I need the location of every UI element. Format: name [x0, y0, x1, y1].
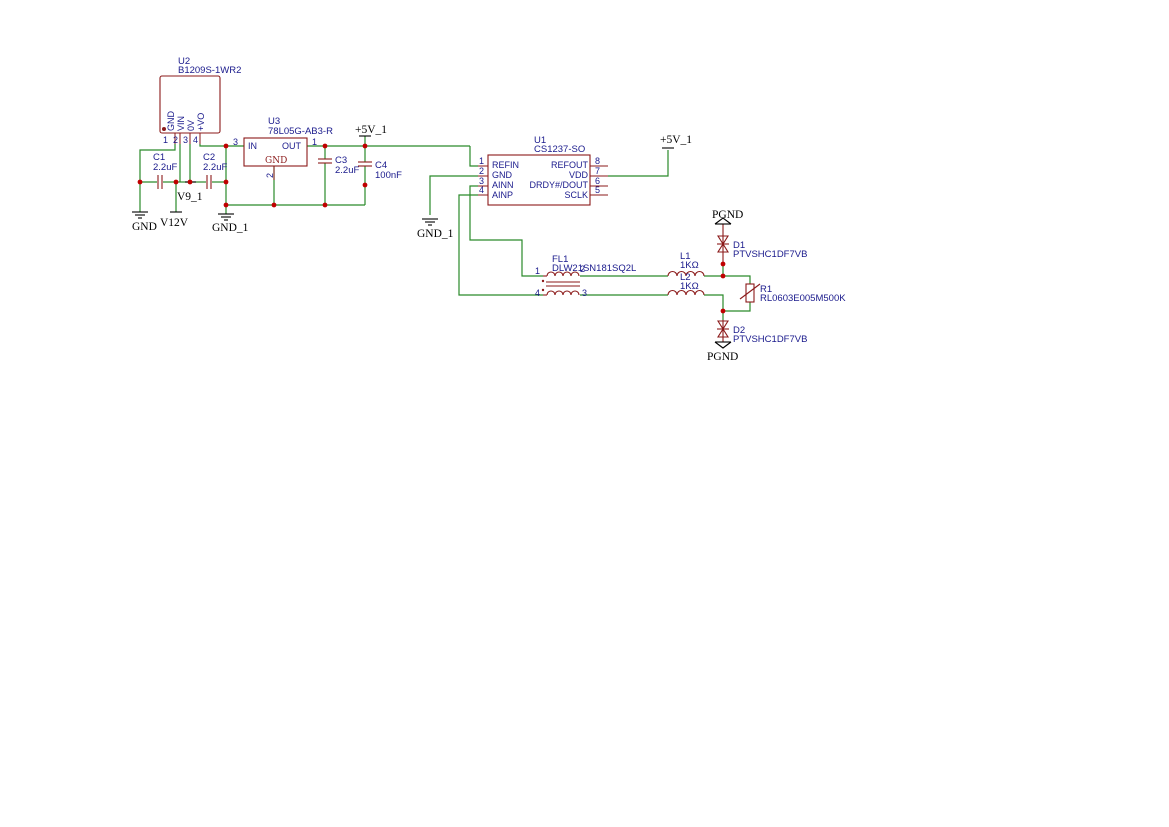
net-v9-1: V9_1 [177, 191, 203, 203]
fl1-pin2-num: 2 [580, 264, 585, 274]
d1-value: PTVSHC1DF7VB [733, 249, 807, 260]
net-gnd1-b: GND_1 [417, 228, 454, 240]
c4-ref: C4 [375, 160, 387, 171]
v9-label: V9_1 [177, 181, 203, 203]
u3-pin2-num: 2 [265, 173, 275, 178]
u1-pin1-num: 1 [479, 156, 484, 166]
c3-ref: C3 [335, 155, 347, 166]
u1-pin4-num: 4 [479, 185, 484, 195]
u1-adc[interactable]: U1 CS1237-SO 1 REFIN 2 GND 3 AINN 4 AINP… [478, 135, 608, 206]
c1-ref: C1 [153, 152, 165, 163]
c2-value: 2.2uF [203, 162, 227, 173]
u3-regulator[interactable]: U3 78L05G-AB3-R IN OUT GND 3 1 2 [233, 116, 333, 180]
u2-pin1-num: 1 [163, 135, 168, 145]
d2-tvs-diode[interactable]: D2 PTVSHC1DF7VB [717, 320, 807, 345]
c2-capacitor[interactable]: C2 2.2uF [203, 152, 227, 189]
u2-pin-gnd-name: GND [166, 111, 176, 132]
fl1-pin1-num: 1 [535, 266, 540, 276]
u1-value: CS1237-SO [534, 144, 585, 155]
u1-pin-refout: REFOUT [551, 160, 589, 170]
net-v12v: V12V [160, 217, 189, 229]
u1-pin-drdy-dout: DRDY#/DOUT [529, 180, 588, 190]
fl1-pin3-num: 3 [582, 288, 587, 298]
net-p5v-b: +5V_1 [660, 134, 692, 146]
u2-pin-vin-name: VIN [176, 116, 186, 131]
r1-value: RL0603E005M500K [760, 293, 846, 304]
u1-pin2-num: 2 [479, 166, 484, 176]
l2-value: 1KΩ [680, 281, 699, 292]
d2-value: PTVSHC1DF7VB [733, 334, 807, 345]
c1-value: 2.2uF [153, 162, 177, 173]
u1-pin3-num: 3 [479, 176, 484, 186]
c4-value: 100nF [375, 170, 402, 181]
l1-ferrite[interactable]: L1 1KΩ [667, 251, 705, 277]
u1-pin-vdd: VDD [569, 170, 589, 180]
u1-pin5-num: 5 [595, 185, 600, 195]
gnd1-symbol-left: GND_1 [212, 213, 249, 234]
fl1-value: DLW21SN181SQ2L [552, 263, 636, 274]
d1-ref: D1 [733, 240, 745, 251]
v12v-symbol: V12V [160, 211, 189, 229]
fl1-common-mode-filter[interactable]: FL1 DLW21SN181SQ2L 1 2 3 4 [535, 254, 636, 298]
u2-dcdc-module[interactable]: U2 B1209S-1WR2 GND VIN 0V +VO 1 2 3 4 [159, 56, 241, 145]
u3-pin1-num: 1 [312, 137, 317, 147]
u1-ref: U1 [534, 135, 546, 146]
l1-value: 1KΩ [680, 260, 699, 271]
u1-pin8-num: 8 [595, 156, 600, 166]
l1-ref: L1 [680, 251, 691, 262]
c2-ref: C2 [203, 152, 215, 163]
u2-value: B1209S-1WR2 [178, 65, 241, 76]
c1-capacitor[interactable]: C1 2.2uF [153, 152, 177, 189]
p5v-symbol-left: +5V_1 [355, 124, 387, 137]
r1-ref: R1 [760, 284, 772, 295]
c4-capacitor[interactable]: C4 100nF [358, 160, 402, 181]
pgnd-symbol-top: PGND [712, 209, 743, 225]
u3-pin-gnd-name: GND [265, 156, 287, 166]
u2-pin-0v-name: 0V [186, 120, 196, 131]
r1-resistor[interactable]: R1 RL0603E005M500K [739, 283, 846, 304]
d1-tvs-diode[interactable]: D1 PTVSHC1DF7VB [717, 224, 807, 264]
fl1-pin4-num: 4 [535, 288, 540, 298]
u3-ref: U3 [268, 116, 280, 127]
u3-pin-in-name: IN [248, 141, 257, 151]
fl1-ref: FL1 [552, 254, 568, 265]
u3-value: 78L05G-AB3-R [268, 126, 333, 137]
net-gnd: GND [132, 221, 157, 233]
net-pgnd-top: PGND [712, 209, 743, 221]
u1-pin7-num: 7 [595, 166, 600, 176]
pgnd-symbol-bottom: PGND [707, 341, 738, 363]
d2-ref: D2 [733, 325, 745, 336]
gnd-symbol: GND [132, 211, 157, 233]
u2-ref: U2 [178, 56, 190, 67]
net-gnd1-a: GND_1 [212, 222, 249, 234]
u1-pin-gnd: GND [492, 170, 513, 180]
u2-pin3-num: 3 [183, 135, 188, 145]
u3-pin-out-name: OUT [282, 141, 302, 151]
u1-pin-refin: REFIN [492, 160, 519, 170]
u3-pin3-num: 3 [233, 137, 238, 147]
l2-ferrite[interactable]: L2 1KΩ [667, 272, 705, 296]
gnd1-symbol-right: GND_1 [417, 218, 454, 240]
net-p5v-a: +5V_1 [355, 124, 387, 136]
u1-pin-ainn: AINN [492, 180, 514, 190]
u2-pin2-num: 2 [173, 135, 178, 145]
u1-pin6-num: 6 [595, 176, 600, 186]
c3-value: 2.2uF [335, 165, 359, 176]
wires [139, 136, 751, 320]
junctions [137, 143, 726, 314]
p5v-symbol-right: +5V_1 [660, 134, 692, 149]
net-pgnd-bottom: PGND [707, 351, 738, 363]
u1-pin-ainp: AINP [492, 190, 513, 200]
u2-pin-vo-name: +VO [196, 113, 206, 131]
l2-ref: L2 [680, 272, 691, 283]
c3-capacitor[interactable]: C3 2.2uF [318, 155, 359, 176]
u2-pin4-num: 4 [193, 135, 198, 145]
u1-pin-sclk: SCLK [564, 190, 588, 200]
